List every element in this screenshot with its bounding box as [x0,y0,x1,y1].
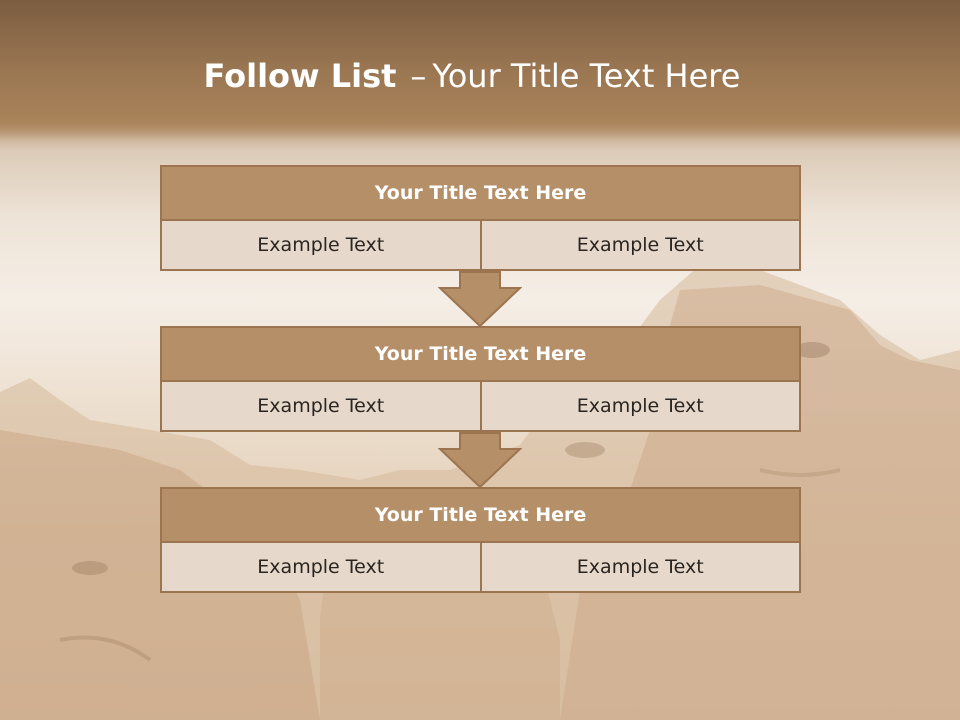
step-cell-right: Example Text [481,221,801,271]
step-cell-left: Example Text [160,382,482,432]
down-arrow-icon [438,432,522,489]
step-cell-left: Example Text [160,221,482,271]
step-block-3: Your Title Text Here Example Text Exampl… [160,487,801,593]
step-row: Example Text Example Text [160,221,801,271]
step-title: Your Title Text Here [160,326,801,382]
title-dash: – [410,57,427,95]
down-arrow-icon [438,271,522,328]
step-row: Example Text Example Text [160,543,801,593]
step-block-1: Your Title Text Here Example Text Exampl… [160,165,801,271]
step-cell-left: Example Text [160,543,482,593]
step-row: Example Text Example Text [160,382,801,432]
step-title: Your Title Text Here [160,487,801,543]
title-band [0,0,960,140]
title-rest: Your Title Text Here [432,57,741,95]
title-bold: Follow List [203,57,397,95]
step-cell-right: Example Text [481,543,801,593]
step-title: Your Title Text Here [160,165,801,221]
slide-title: Follow List–Your Title Text Here [0,54,944,98]
step-block-2: Your Title Text Here Example Text Exampl… [160,326,801,432]
step-cell-right: Example Text [481,382,801,432]
